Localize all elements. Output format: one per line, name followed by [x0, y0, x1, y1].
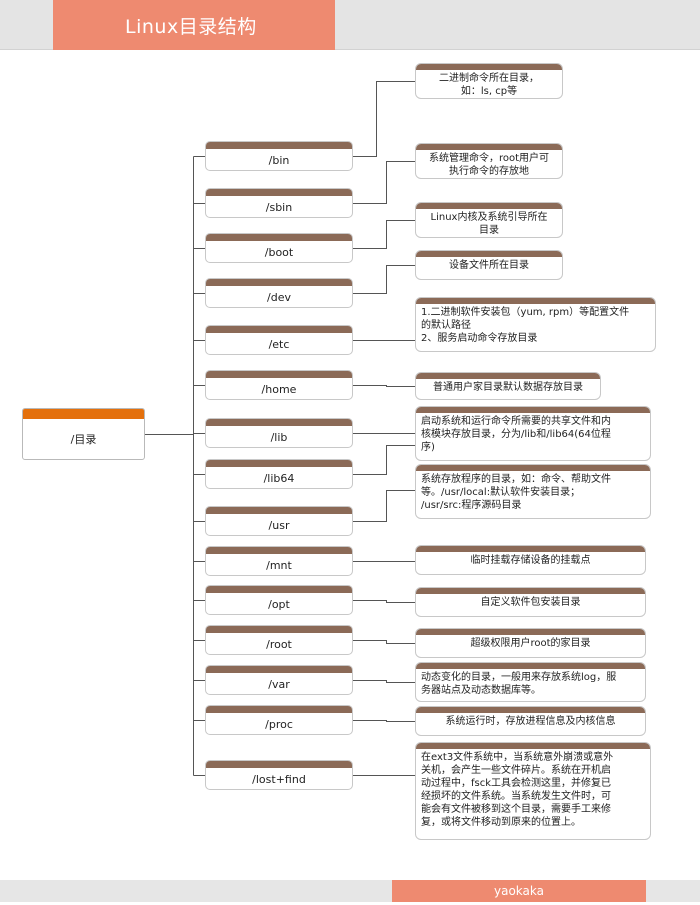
- desc-node-dev: 设备文件所在目录: [415, 250, 563, 280]
- dir-node-usr: /usr: [205, 506, 353, 536]
- connector-desc-0: [353, 81, 415, 157]
- dir-label-usr: /usr: [268, 518, 290, 532]
- dir-label-dev: /dev: [267, 290, 291, 304]
- dir-node-home: /home: [205, 370, 353, 400]
- dir-node-lost-find: /lost+find: [205, 760, 353, 790]
- connector-desc-13: [353, 720, 415, 722]
- desc-text-usr: 系统存放程序的目录，如：命令、帮助文件 等。/usr/local:默认软件安装目…: [421, 474, 611, 511]
- connector-desc-11: [353, 640, 415, 644]
- desc-text-etc: 1.二进制软件安装包（yum, rpm）等配置文件 的默认路径 2、服务启动命令…: [421, 307, 630, 344]
- footer-banner: yaokaka: [392, 880, 646, 902]
- desc-node-home: 普通用户家目录默认数据存放目录: [415, 372, 601, 400]
- desc-node-mnt: 临时挂载存储设备的挂载点: [415, 545, 646, 575]
- desc-node-root: 超级权限用户root的家目录: [415, 628, 646, 658]
- dir-label-lost-find: /lost+find: [252, 772, 306, 786]
- desc-text-lib: 启动系统和运行命令所需要的共享文件和内 核模块存放目录，分为/lib和/lib6…: [421, 416, 611, 453]
- desc-text-lost-find: 在ext3文件系统中，当系统意外崩溃或意外 关机，会产生一些文件碎片。系统在开机…: [421, 752, 614, 828]
- desc-text-boot: Linux内核及系统引导所在 目录: [430, 212, 548, 236]
- connector-desc-10: [353, 600, 415, 603]
- dir-label-boot: /boot: [264, 245, 294, 259]
- connector-desc-3: [353, 265, 415, 294]
- dir-label-root: /root: [266, 637, 292, 651]
- dir-node-lib64: /lib64: [205, 459, 353, 489]
- dir-label-opt: /opt: [268, 597, 290, 611]
- dir-label-sbin: /sbin: [265, 200, 293, 214]
- connector-desc-1: [353, 161, 415, 204]
- page-title: Linux目录结构: [125, 15, 257, 38]
- dir-node-lib: /lib: [205, 418, 353, 448]
- desc-text-sbin: 系统管理命令，root用户可 执行命令的存放地: [428, 153, 550, 177]
- dir-node-root: /root: [205, 625, 353, 655]
- dir-label-bin: /bin: [268, 153, 290, 167]
- root-node-label: /目录: [70, 433, 97, 446]
- desc-text-mnt: 临时挂载存储设备的挂载点: [470, 555, 591, 566]
- dir-label-var: /var: [268, 677, 290, 691]
- desc-node-lost-find: 在ext3文件系统中，当系统意外崩溃或意外 关机，会产生一些文件碎片。系统在开机…: [415, 742, 651, 840]
- dir-node-bin: /bin: [205, 141, 353, 171]
- dir-label-lib64: /lib64: [263, 471, 295, 485]
- dir-label-lib: /lib: [270, 430, 288, 444]
- desc-node-usr: 系统存放程序的目录，如：命令、帮助文件 等。/usr/local:默认软件安装目…: [415, 464, 651, 519]
- dir-label-home: /home: [261, 382, 297, 396]
- desc-node-bin: 二进制命令所在目录， 如：ls, cp等: [415, 63, 563, 99]
- desc-node-etc: 1.二进制软件安装包（yum, rpm）等配置文件 的默认路径 2、服务启动命令…: [415, 297, 656, 352]
- connector-desc-7: [353, 445, 415, 475]
- connector-desc-8: [353, 490, 415, 522]
- dir-node-proc: /proc: [205, 705, 353, 735]
- desc-node-boot: Linux内核及系统引导所在 目录: [415, 202, 563, 238]
- dir-label-proc: /proc: [265, 717, 293, 731]
- desc-text-root: 超级权限用户root的家目录: [470, 638, 591, 649]
- connector-desc-5: [353, 385, 415, 387]
- dir-label-mnt: /mnt: [266, 558, 292, 572]
- title-banner: Linux目录结构: [53, 0, 335, 50]
- desc-text-proc: 系统运行时，存放进程信息及内核信息: [445, 716, 616, 727]
- desc-text-bin: 二进制命令所在目录， 如：ls, cp等: [439, 73, 539, 97]
- root-node-bar: [23, 409, 144, 419]
- root-node: /目录: [22, 408, 145, 460]
- dir-node-var: /var: [205, 665, 353, 695]
- connector-desc-12: [353, 680, 415, 683]
- dir-node-dev: /dev: [205, 278, 353, 308]
- footer-author: yaokaka: [494, 884, 544, 898]
- dir-node-opt: /opt: [205, 585, 353, 615]
- dir-node-mnt: /mnt: [205, 546, 353, 576]
- desc-node-lib: 启动系统和运行命令所需要的共享文件和内 核模块存放目录，分为/lib和/lib6…: [415, 406, 651, 461]
- dir-node-boot: /boot: [205, 233, 353, 263]
- desc-node-proc: 系统运行时，存放进程信息及内核信息: [415, 706, 646, 736]
- desc-text-var: 动态变化的目录，一般用来存放系统log，服 务器站点及动态数据库等。: [421, 672, 617, 696]
- dir-node-etc: /etc: [205, 325, 353, 355]
- desc-text-opt: 自定义软件包安装目录: [480, 597, 581, 608]
- desc-node-var: 动态变化的目录，一般用来存放系统log，服 务器站点及动态数据库等。: [415, 662, 646, 702]
- desc-node-opt: 自定义软件包安装目录: [415, 587, 646, 617]
- desc-text-dev: 设备文件所在目录: [449, 260, 529, 271]
- dir-label-etc: /etc: [268, 337, 290, 351]
- desc-text-home: 普通用户家目录默认数据存放目录: [433, 382, 583, 393]
- dir-node-sbin: /sbin: [205, 188, 353, 218]
- connector-desc-2: [353, 220, 415, 249]
- desc-node-sbin: 系统管理命令，root用户可 执行命令的存放地: [415, 143, 563, 179]
